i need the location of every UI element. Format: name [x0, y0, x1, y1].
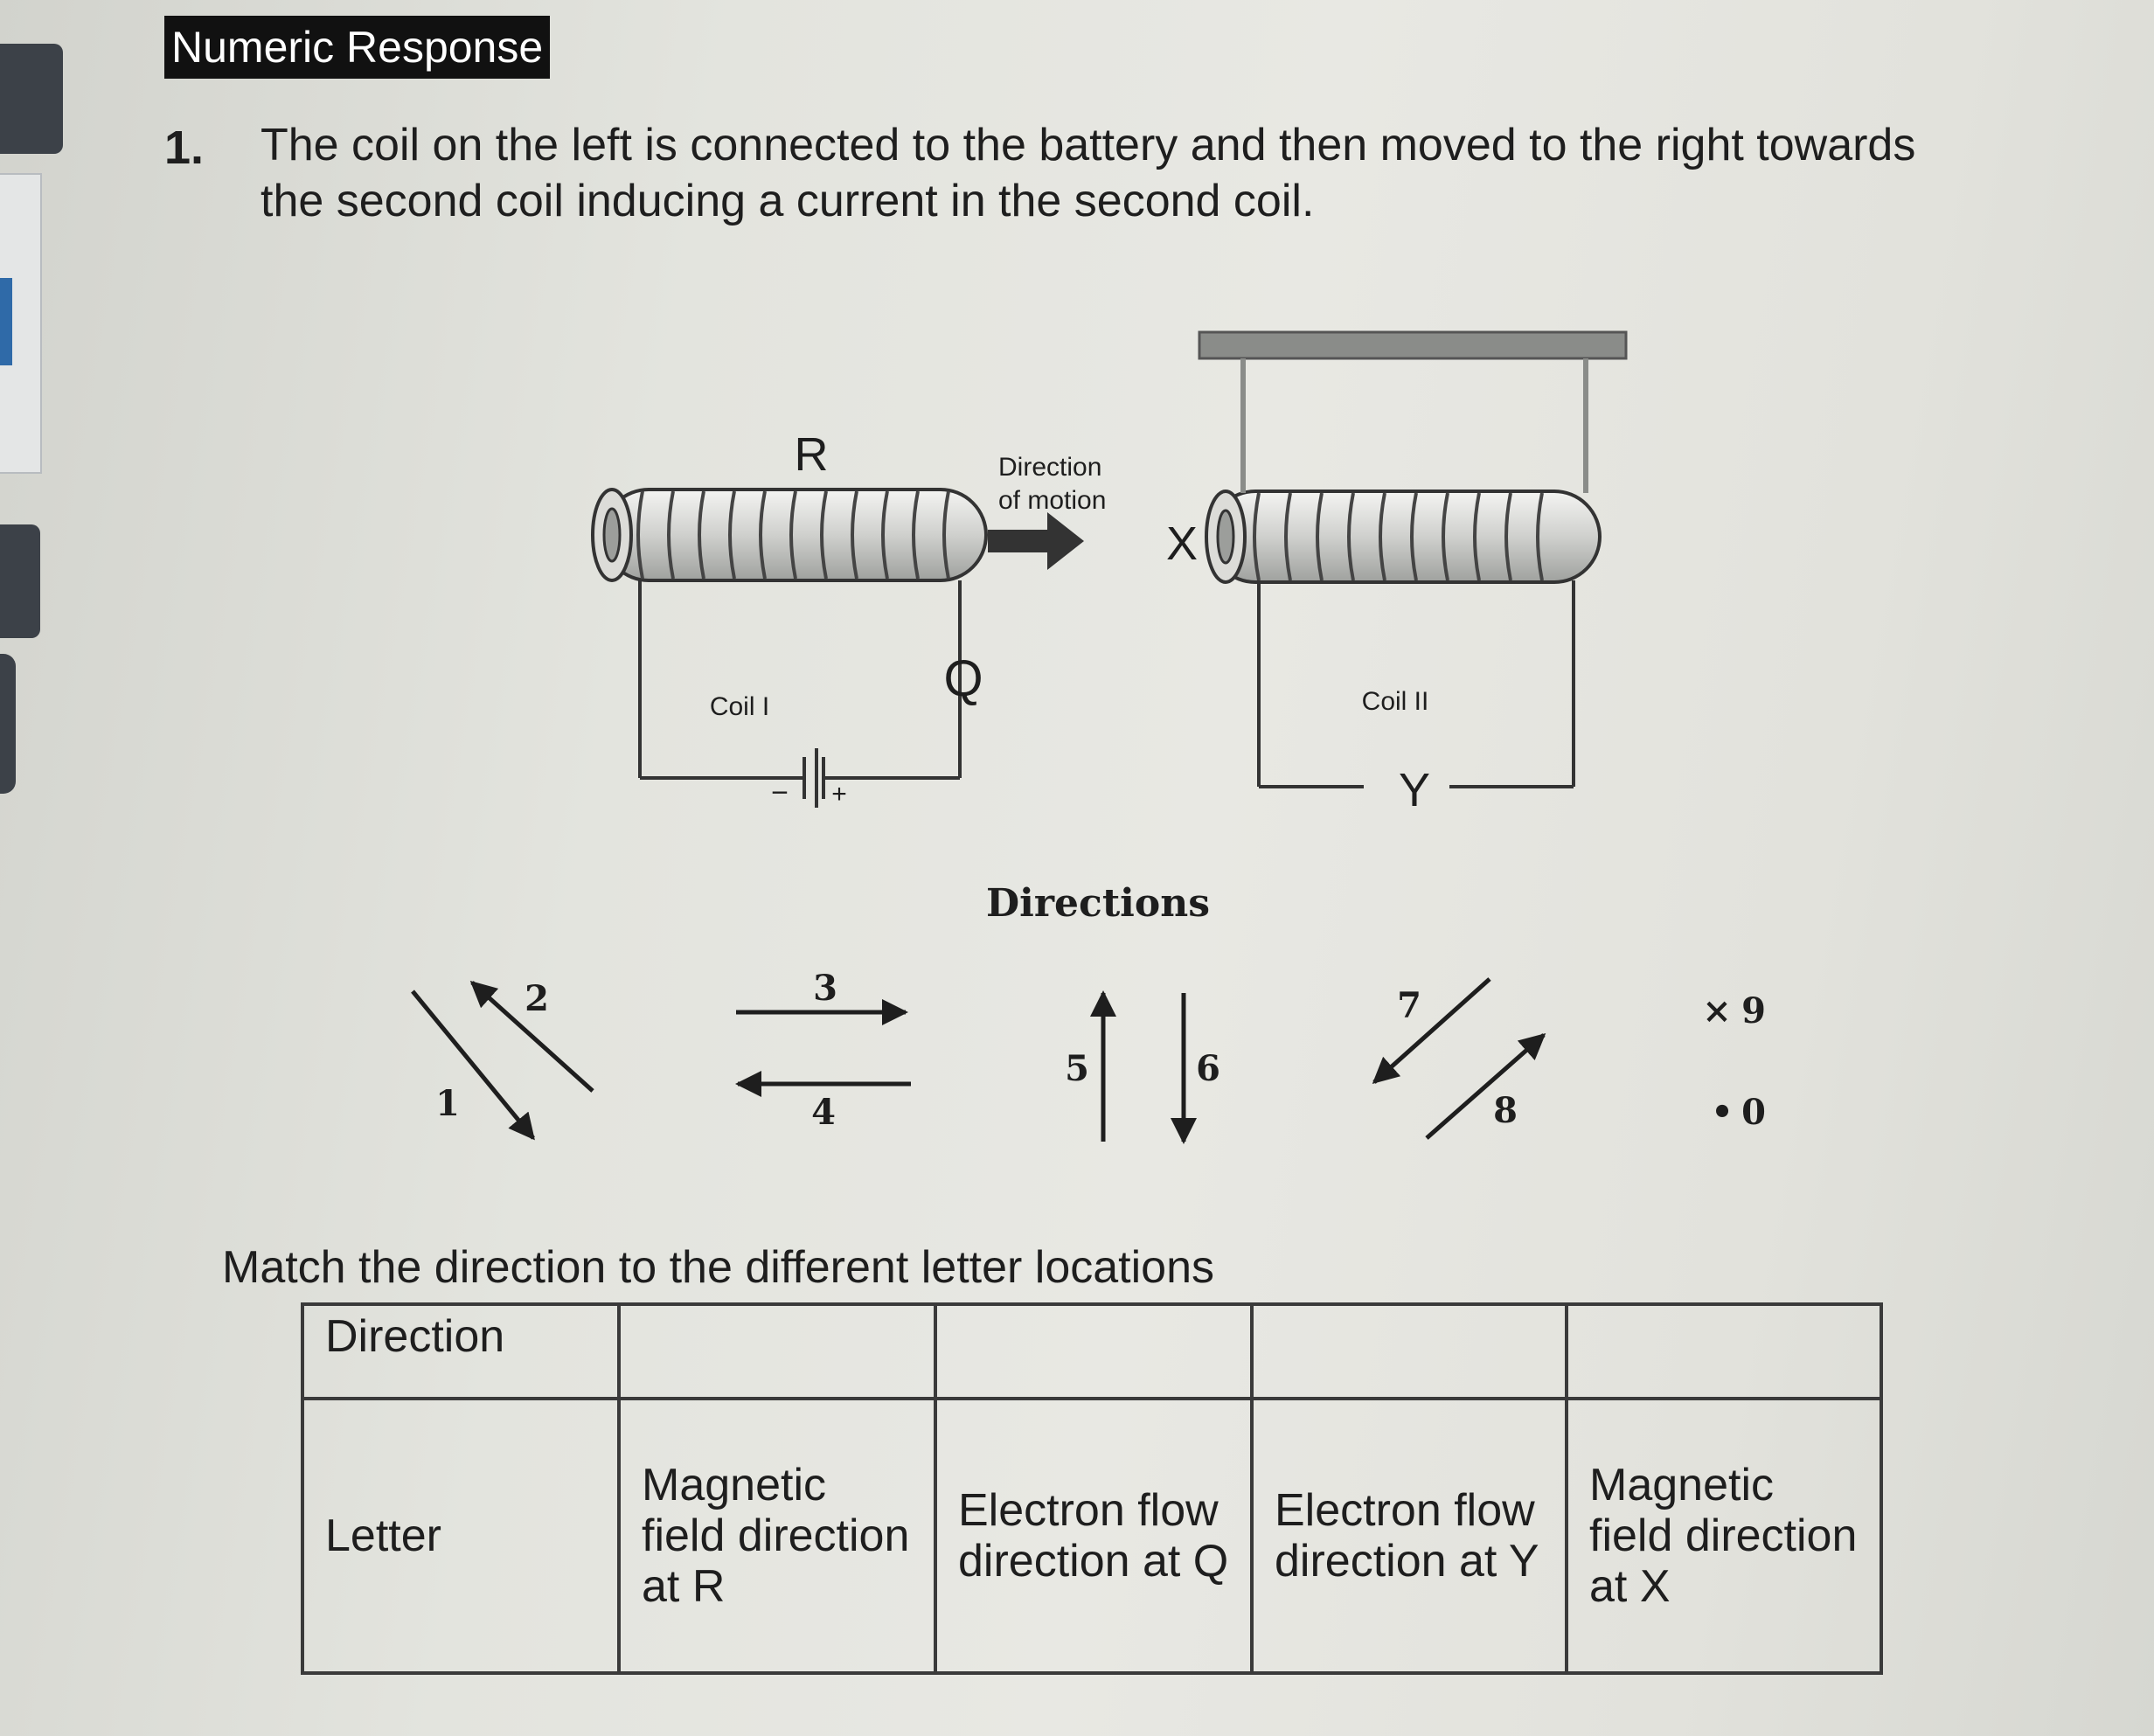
answer-cell-x[interactable] [1565, 1302, 1883, 1400]
section-badge: Numeric Response [164, 16, 551, 79]
coil-two-label: Coil II [1362, 687, 1429, 716]
row-header-direction: Direction [301, 1302, 621, 1400]
answer-table: Direction Letter Magnetic field directio… [301, 1302, 1883, 1675]
battery-icon [803, 748, 825, 808]
table-row: Letter Magnetic field direction at R Ele… [301, 1397, 1883, 1675]
label-y: Y [1399, 764, 1430, 816]
coil-one [591, 488, 988, 582]
direction-label-7: 7 [1397, 985, 1421, 1026]
label-x: X [1166, 517, 1198, 570]
motion-label-line2: of motion [998, 486, 1106, 515]
column-header-q: Electron flow direction at Q [934, 1397, 1254, 1675]
sidebar-selection-indicator [0, 278, 12, 365]
direction-label-2: 2 [525, 978, 549, 1019]
direction-label-8: 8 [1493, 1090, 1518, 1131]
sidebar-handle[interactable] [0, 654, 16, 794]
motion-label-line1: Direction [998, 453, 1101, 482]
label-r: R [795, 428, 829, 481]
question-text-line2: the second coil inducing a current in th… [261, 176, 1315, 226]
row-header-letter: Letter [301, 1397, 621, 1675]
answer-cell-r[interactable] [617, 1302, 937, 1400]
direction-label-3: 3 [813, 968, 837, 1009]
answer-cell-q[interactable] [934, 1302, 1254, 1400]
column-header-y: Electron flow direction at Y [1250, 1397, 1568, 1675]
instruction-text: Match the direction to the different let… [222, 1242, 1215, 1293]
out-of-page-symbol: • [1711, 1092, 1734, 1133]
battery-minus: − [771, 776, 789, 809]
coil-one-circuit [638, 580, 962, 780]
battery-plus: + [831, 780, 847, 809]
label-q: Q [943, 650, 983, 707]
column-header-r: Magnetic field direction at R [617, 1397, 937, 1675]
motion-arrow [988, 512, 1084, 570]
answer-cell-y[interactable] [1250, 1302, 1568, 1400]
direction-arrow-2 [469, 980, 594, 1093]
direction-arrow-1 [411, 990, 535, 1141]
sidebar-tab[interactable] [0, 44, 63, 154]
direction-label-0: 0 [1741, 1092, 1766, 1133]
question-text-line1: The coil on the left is connected to the… [261, 120, 1916, 170]
direction-label-9: 9 [1741, 990, 1766, 1031]
directions-title: Directions [986, 881, 1210, 926]
direction-label-1: 1 [435, 1083, 460, 1124]
coil-two-circuit [1257, 580, 1575, 788]
column-header-x: Magnetic field direction at X [1565, 1397, 1883, 1675]
direction-arrow-8 [1425, 1033, 1546, 1140]
direction-label-4: 4 [811, 1092, 836, 1133]
support-bar [1198, 330, 1628, 493]
coil-two [1205, 490, 1602, 584]
sidebar-tab[interactable] [0, 524, 40, 638]
question-number: 1. [164, 122, 205, 174]
table-row: Direction [301, 1302, 1883, 1400]
direction-arrow-7 [1372, 977, 1491, 1084]
coil-one-label: Coil I [710, 692, 769, 721]
direction-label-6: 6 [1196, 1048, 1220, 1089]
direction-label-5: 5 [1065, 1048, 1089, 1089]
into-page-symbol: × [1702, 990, 1732, 1031]
